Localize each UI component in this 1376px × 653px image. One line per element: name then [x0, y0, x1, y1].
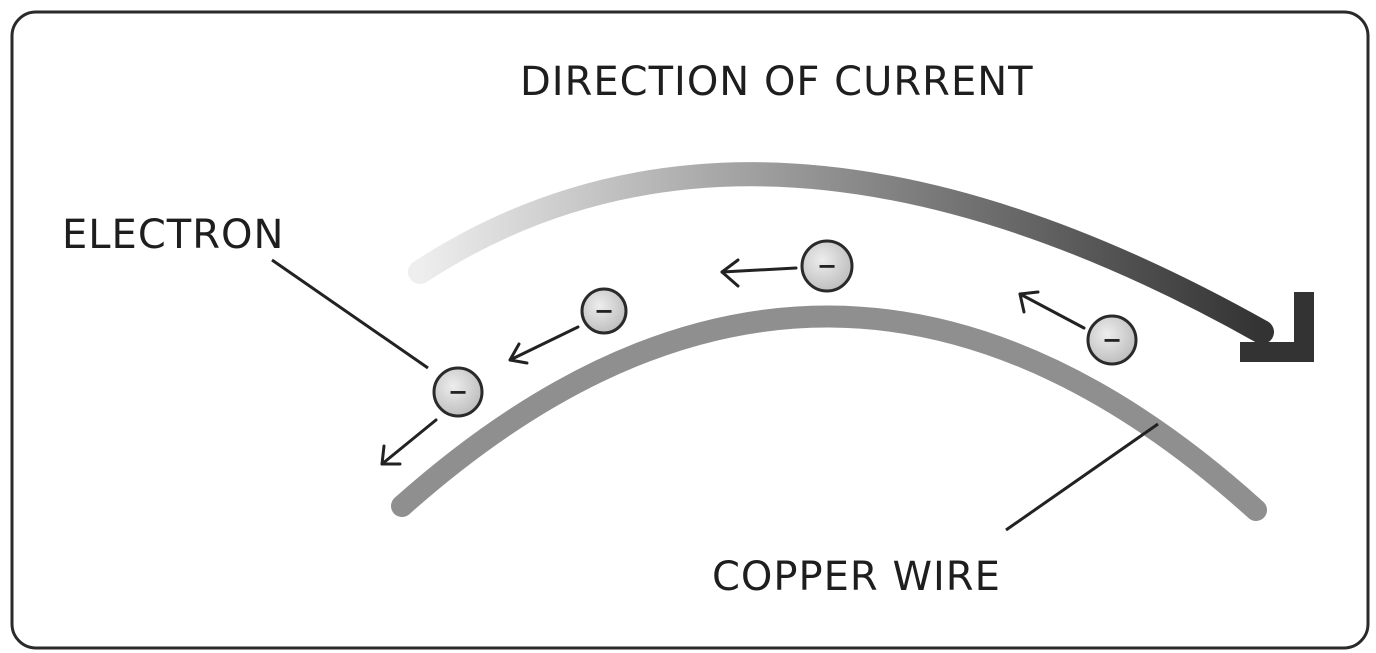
electron-sign: −	[448, 378, 468, 406]
wire-label: COPPER WIRE	[712, 554, 1001, 600]
electron-sign: −	[594, 297, 614, 325]
electron-sign: −	[817, 252, 837, 280]
electron: −	[1088, 316, 1136, 364]
electron-motion-arrow	[722, 260, 796, 286]
electron: −	[434, 368, 482, 416]
electron: −	[582, 289, 626, 333]
electron-motion-arrow	[382, 420, 436, 464]
electron-sign: −	[1102, 326, 1122, 354]
electron: −	[802, 241, 852, 291]
electron-label: ELECTRON	[62, 212, 284, 258]
electron-pointer-line	[272, 260, 428, 368]
wire-pointer-line	[1006, 424, 1158, 530]
electron-motion-arrow	[1020, 292, 1084, 328]
electron-motion-arrow	[510, 327, 578, 363]
diagram-title: DIRECTION OF CURRENT	[520, 59, 1034, 105]
